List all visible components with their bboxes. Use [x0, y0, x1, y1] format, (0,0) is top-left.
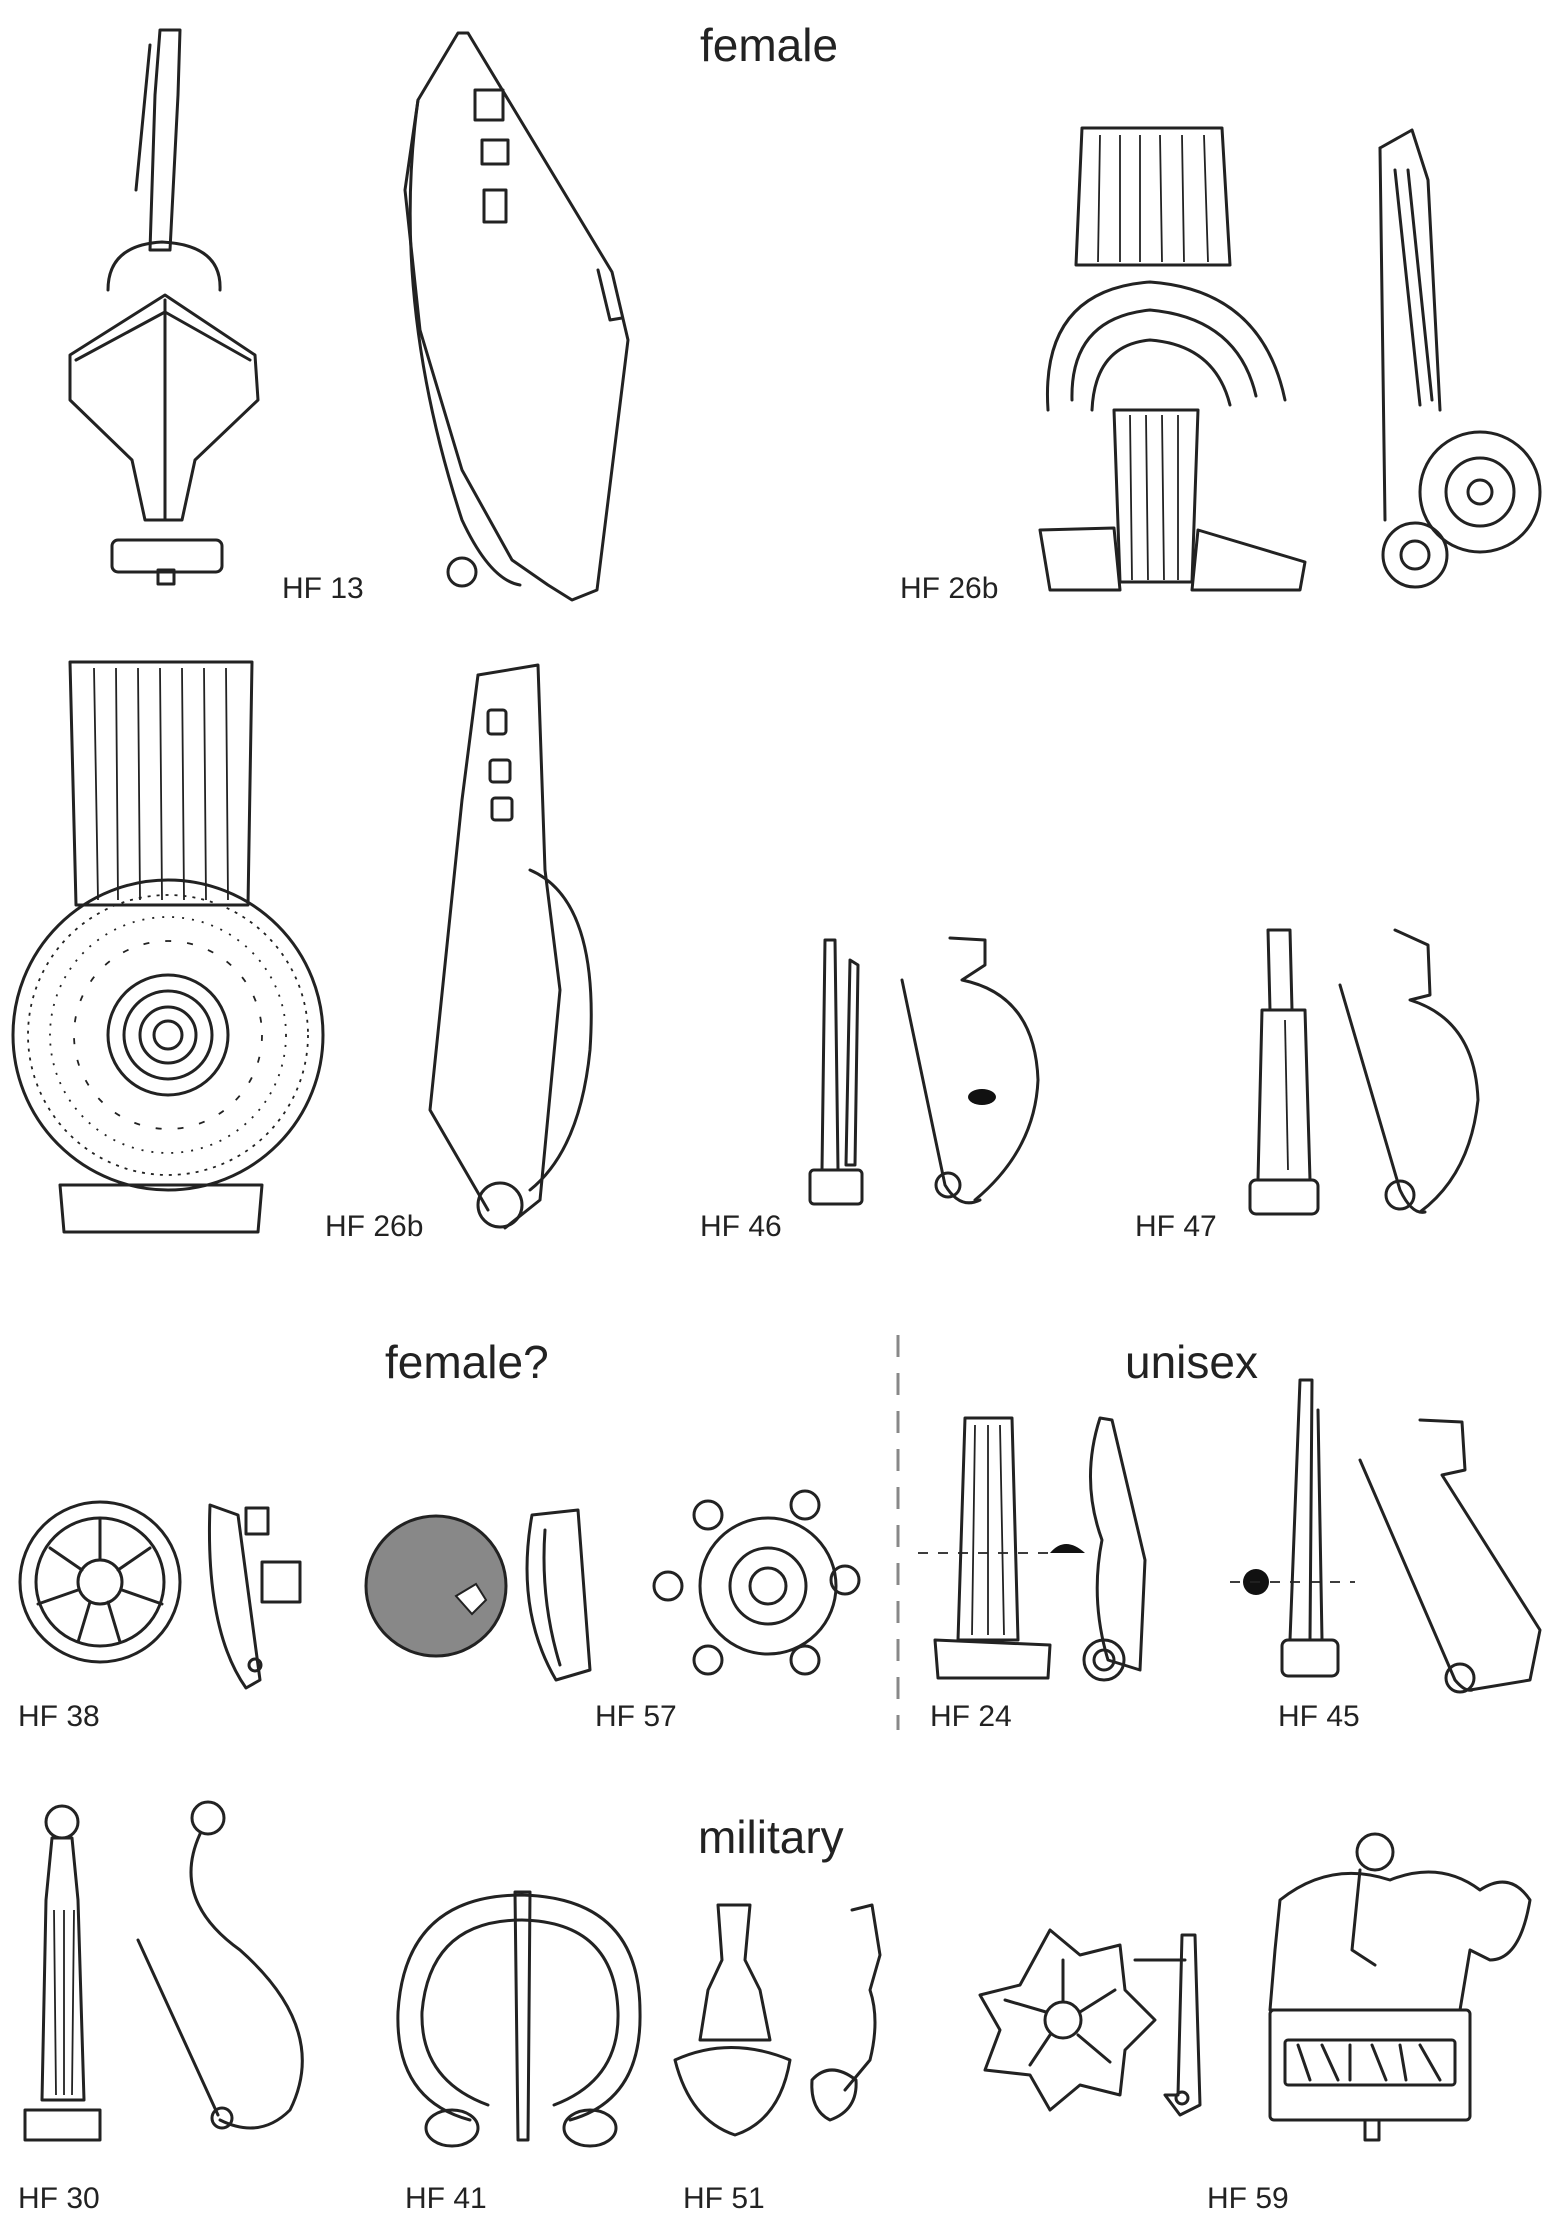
- label-hf38: HF 38: [18, 1700, 100, 1733]
- heading-female: female: [700, 19, 839, 71]
- brooch-hf38-side: [208, 1503, 302, 1690]
- label-hf45: HF 45: [1278, 1700, 1360, 1733]
- brooch-hf26b-middle-side: [428, 663, 593, 1230]
- brooch-rosette-openwork-side: [1133, 1933, 1202, 2117]
- brooch-hf41-penannular: [396, 1890, 642, 2148]
- brooch-hf24-side: [1050, 1416, 1147, 1682]
- section-marker-hf24: [1050, 1544, 1085, 1553]
- label-hf41: HF 41: [405, 2182, 487, 2215]
- label-hf24: HF 24: [930, 1700, 1012, 1733]
- heading-unisex: unisex: [1125, 1336, 1258, 1388]
- brooch-hf38-front: [18, 1500, 182, 1664]
- brooch-hf13-front: [68, 28, 260, 586]
- label-hf26b-top: HF 26b: [900, 572, 999, 605]
- brooch-rosette-openwork-front: [978, 1928, 1157, 2112]
- label-hf13: HF 13: [282, 572, 364, 605]
- label-hf46: HF 46: [700, 1210, 782, 1243]
- brooch-hf45-side: [1358, 1418, 1542, 1694]
- brooch-hf30-side: [136, 1800, 304, 2130]
- brooch-hf47-side: [1338, 928, 1480, 1214]
- brooch-hf13-side: [403, 31, 630, 602]
- label-hf51: HF 51: [683, 2182, 765, 2215]
- label-hf30: HF 30: [18, 2182, 100, 2215]
- brooch-hf24-front: [918, 1416, 1055, 1680]
- brooch-hf57-disc-side: [525, 1508, 592, 1682]
- heading-female-questionable: female?: [385, 1336, 549, 1388]
- brooch-hf26b-top-front: [1038, 126, 1307, 592]
- brooch-hf59-rider-openwork: [1268, 1832, 1532, 2142]
- brooch-hf57-rosette: [652, 1489, 861, 1676]
- brooch-hf51-front: [673, 1903, 792, 2137]
- brooch-hf57-disc-front: [364, 1514, 508, 1658]
- brooch-hf45-front: [1230, 1378, 1355, 1678]
- brooch-hf51-side: [810, 1903, 882, 2122]
- brooch-hf46-side: [900, 936, 1040, 1205]
- brooch-hf47-front: [1248, 928, 1320, 1216]
- label-hf26b-middle: HF 26b: [325, 1210, 424, 1243]
- brooch-hf30-front: [23, 1804, 102, 2142]
- brooch-hf46-front: [808, 938, 864, 1206]
- label-hf47: HF 47: [1135, 1210, 1217, 1243]
- label-hf57: HF 57: [595, 1700, 677, 1733]
- label-hf59: HF 59: [1207, 2182, 1289, 2215]
- heading-military: military: [698, 1811, 844, 1863]
- brooch-hf26b-middle-front: [11, 660, 325, 1234]
- brooch-hf26b-top-side: [1378, 128, 1542, 589]
- section-marker-hf46: [968, 1089, 996, 1105]
